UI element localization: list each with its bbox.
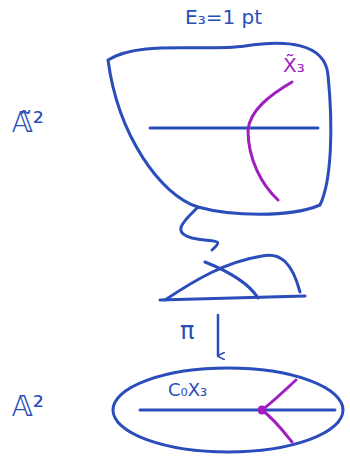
- plane-label: 𝔸²: [12, 392, 44, 423]
- strict-transform-curve: [248, 82, 292, 200]
- surface-fold: [205, 262, 258, 298]
- blowup-surface: [108, 43, 331, 214]
- projection-arrow: [217, 315, 220, 356]
- axis-line: [140, 409, 335, 412]
- projection-label: π: [180, 318, 194, 344]
- exceptional-divisor-label: E₃=1 pt: [185, 6, 262, 28]
- origin-point: [258, 406, 267, 415]
- surface-lower-sheet: [165, 255, 300, 300]
- surface-bottom-edge: [160, 296, 305, 300]
- plane-outline: [113, 368, 343, 452]
- curve-label: C₀X₃: [168, 380, 207, 400]
- surface-neck: [181, 207, 218, 250]
- exceptional-line: [150, 127, 318, 130]
- cusp-curve-lower: [262, 410, 292, 442]
- cusp-curve-upper: [262, 380, 296, 410]
- strict-transform-label: X̃₃: [283, 54, 305, 76]
- blowup-space-label: 𝔸̃²: [12, 108, 44, 139]
